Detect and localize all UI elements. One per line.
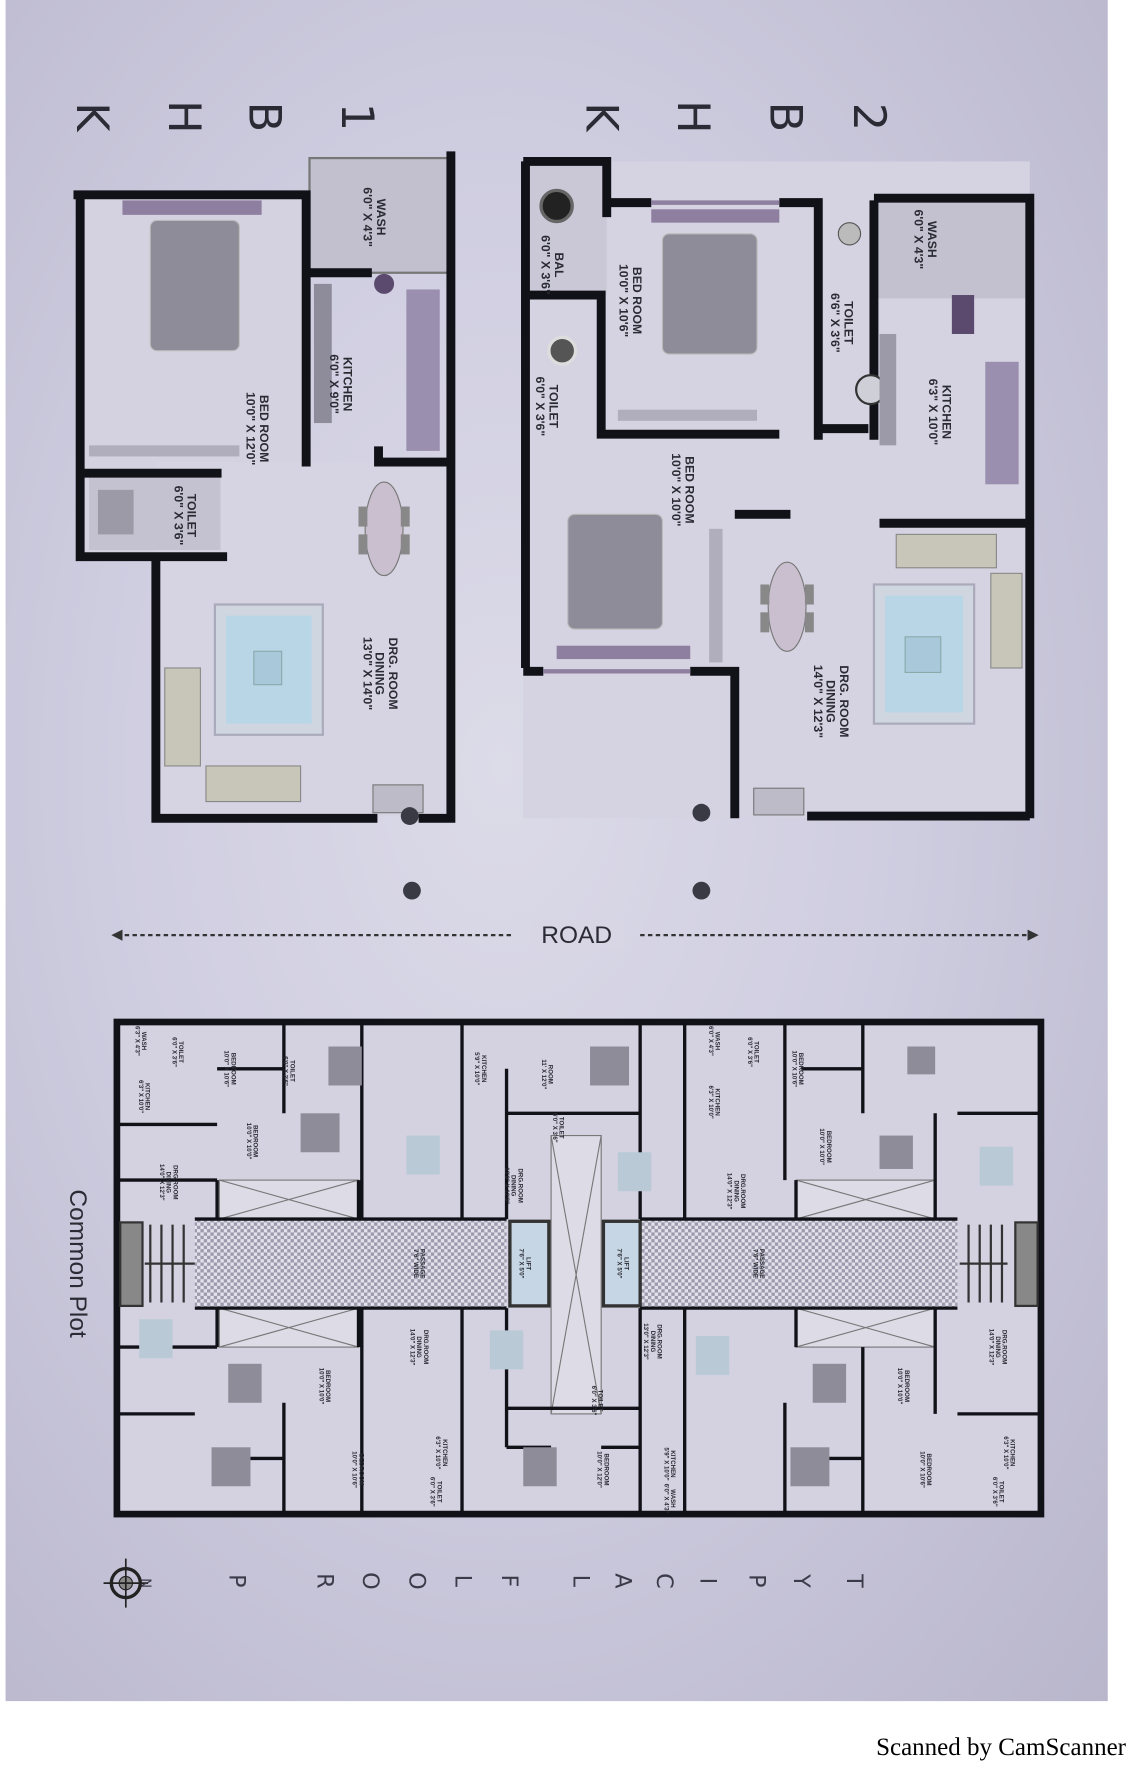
floor-room-label: KITCHEN 5'9" X 10'0" [662,1447,676,1481]
typical-floor-plan [113,1018,1045,1518]
floor-room-label: PASSAGE 7'6" WIDE [411,1248,426,1279]
floor-room-label: TOILET 6'0" X 3'6" [170,1037,184,1067]
floor-title-letter: P [223,1574,251,1588]
room-label-balcony: BAL 6'0" X 3'6" [538,235,566,295]
floor-room-label: TOILET 6'0" X 3'6" [990,1476,1004,1507]
floor-title-letter: L [567,1574,595,1588]
floor-room-label: DRG.ROOM DINING 14'0" X 12'3" [987,1328,1008,1366]
floor-room-label: WASH 6'0" X 4'3" [662,1483,676,1514]
floor-title-letter: A [610,1573,637,1589]
title-1bhk-k: K [65,102,117,132]
plan-1bhk [73,151,456,823]
room-label-toilet-2: TOILET 6'6" X 3'6" [828,293,855,353]
floor-title-letter: I [694,1577,722,1585]
compass-north-label: N [138,1578,154,1589]
room-label-drawing-dining: DRG. ROOM DINING 13'0" X 14'0" [359,636,399,711]
floor-room-label: PASSAGE 7'6" WIDE [751,1248,765,1279]
floor-room-label: BEDROOM 10'0" X 10'6" [790,1050,804,1088]
room-label-wash: WASH 6'0" X 4'3" [911,209,939,270]
plan-2bhk [521,156,1035,821]
floor-room-label: BEDROOM 10'0" X 10'0" [317,1367,331,1405]
floor-room-label: LIFT 7'6" X 5'0" [615,1248,629,1279]
pillars [400,803,711,900]
floor-room-label: WASH 6'0" X 4'3" [706,1026,721,1056]
floor-room-label: TOILET 6'0" X 3'6" [551,1112,565,1143]
floor-title-letter: P [743,1574,771,1588]
title-1bhk-b: B [238,101,290,133]
road-arrow [111,929,1039,941]
title-1bhk-digit: 1 [330,102,382,132]
floor-title-letter: C [651,1573,678,1589]
floor-room-label: LIFT 7'6" X 5'0" [517,1248,531,1279]
stairs-left [119,1221,195,1308]
floor-room-label: DRG.ROOM DINING 14'0" X 12'3" [158,1163,178,1201]
room-label-kitchen: KITCHEN 6'3" X 10'0" [926,378,953,446]
room-label-bedroom-1: BED ROOM 10'0" X 10'6" [616,263,643,338]
passage-left [194,1219,507,1309]
floor-room-label: TOILET 6'0" X 3'6" [745,1037,760,1067]
common-plot-label: Common Plot [64,1189,93,1338]
floor-room-label: KITCHEN 6'3" X 10'0" [1001,1436,1016,1470]
north-compass-icon [103,1558,149,1608]
floor-room-label: KITCHEN 5'9" X 10'0" [473,1052,487,1086]
floor-room-label: DRG.ROOM DINING 13'0" X 12'3" [503,1167,523,1204]
floor-room-label: KITCHEN 6'3" X 10'0" [706,1085,721,1119]
ducts [218,1135,936,1415]
passage-right [640,1219,958,1309]
floor-room-label: TOILET 6'0" X 3'6" [281,1056,295,1086]
title-1bhk-h: H [158,100,210,134]
room-label-kitchen: KITCHEN 6'0" X 9'0" [327,354,354,414]
floor-room-label: DRG.ROOM DINING 14'0" X 12'3" [726,1172,746,1210]
floor-room-label: TOILET 6'0" X 3'6" [428,1476,442,1507]
floor-furniture [139,1046,1014,1487]
room-label-bedroom-2: BED ROOM 10'0" X 10'0" [669,453,696,527]
road-label: ROAD [530,920,624,950]
floor-room-label: DRG.ROOM DINING 14'0" X 12'3" [408,1328,429,1366]
stairs-right [959,1221,1039,1308]
title-2bhk-h: H [666,100,719,134]
room-label-toilet-1: TOILET 6'0" X 3'6" [533,376,560,437]
floor-room-label: BEDROOM 10'0" X 12'0" [595,1451,609,1488]
title-2bhk-k: K [575,102,627,132]
lift-right [601,1219,642,1308]
floor-title-letter: O [357,1572,385,1590]
floor-room-label: KITCHEN 6'3" X 10'0" [136,1079,151,1114]
floor-room-label: BEDROOM 10'0" X 10'0" [244,1122,259,1160]
floor-room-label: BEDROOM 10'0" X 10'6" [350,1451,364,1488]
floor-title-letter: O [404,1572,431,1590]
floor-title-letter: Y [788,1574,815,1588]
floor-room-label: WASH 6'3" X 4'3" [133,1026,147,1056]
floor-room-label: BEDROOM 10'0" X 10'6" [222,1050,236,1088]
room-label-drawing-dining: DRG. ROOM DINING 14'0" X 12'3" [810,664,850,739]
wash-area [308,156,452,274]
floor-room-label: DRG.ROOM DINING 13'0" X 12'3" [642,1323,663,1360]
floor-room-label: BEDROOM 10'0" X 10'6" [918,1451,932,1488]
floor-title-letter: T [841,1574,869,1588]
floor-room-label: TOILET 6'0" X 3'6" [590,1385,604,1416]
floor-title-letter: R [311,1573,339,1589]
floor-room-label: BEDROOM 10'0" X 10'0" [818,1128,832,1166]
floor-title-letter: F [496,1574,524,1588]
floor-room-label: ROOM 11' X 12'0" [539,1059,554,1090]
title-2bhk-digit: 2 [842,102,894,132]
room-label-toilet: TOILET 6'0" X 3'6" [171,485,198,546]
room-label-wash: WASH 6'0" X 4'3" [360,187,387,247]
floor-title-letter: L [449,1574,477,1588]
floor-room-label: KITCHEN 6'3" X 10'0" [434,1436,448,1470]
floor-room-label: BEDROOM 10'0" X 10'0" [896,1367,910,1405]
room-label-bedroom: BED ROOM 10'0" X 12'0" [243,391,271,466]
lift-left [508,1219,551,1308]
title-2bhk-b: B [759,101,811,133]
camscanner-footer: Scanned by CamScanner [876,1734,1126,1761]
